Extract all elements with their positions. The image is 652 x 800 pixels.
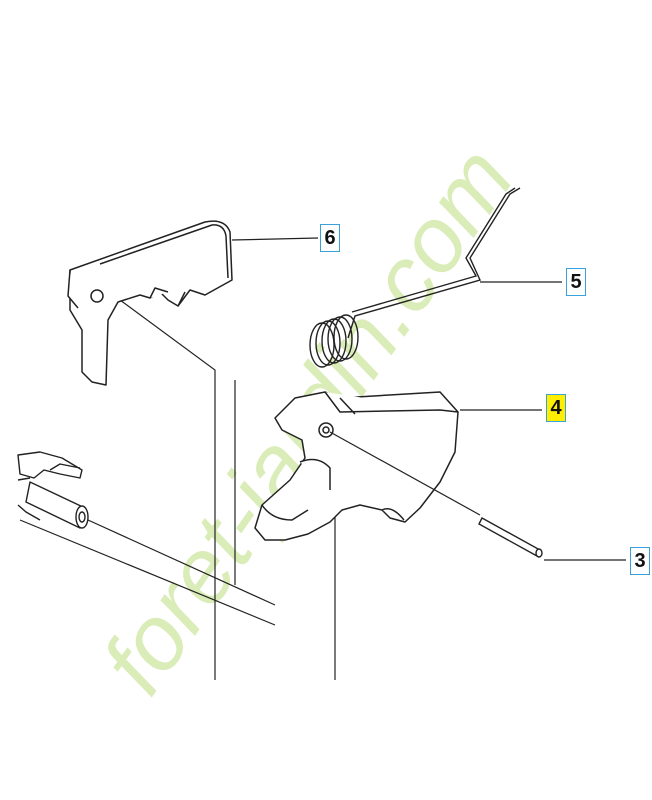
mount-axis-line [87, 519, 276, 606]
part-label-5[interactable]: 5 [566, 268, 586, 296]
part-3-pin [478, 517, 543, 558]
frame-line-bottom [19, 519, 276, 626]
handle-mount-fragment [17, 451, 89, 529]
part-5-spring [309, 187, 521, 368]
part-label-4[interactable]: 4 [546, 394, 566, 422]
part-label-6[interactable]: 6 [320, 224, 340, 252]
pin-axis-line [329, 431, 481, 516]
leader-line-6 [231, 237, 319, 241]
part-label-3[interactable]: 3 [630, 547, 650, 575]
part-6-handle-cover [67, 220, 233, 386]
part-4-trigger [254, 391, 459, 541]
